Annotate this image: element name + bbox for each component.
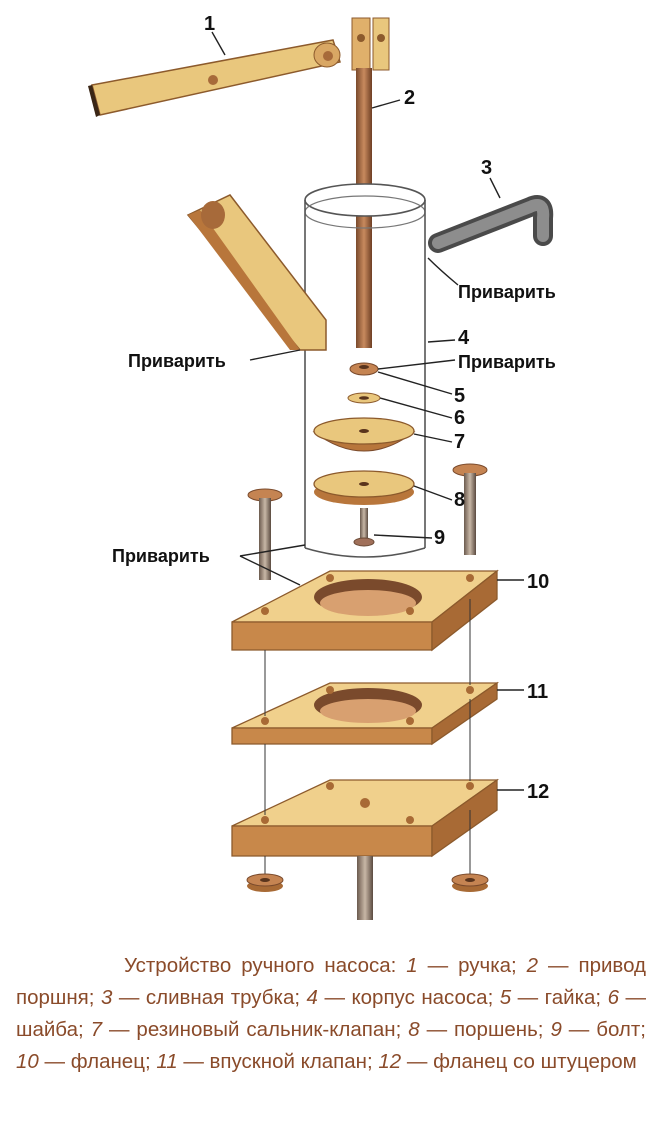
label-7: 7 [454,431,465,453]
drain-tube-part [428,195,554,253]
caption-item-text: — резиновый сальник-клапан; [102,1018,409,1041]
washer-part [347,392,381,404]
label-4: 4 [458,327,470,349]
caption-item: 7 — резиновый сальник-клапан; [91,1018,409,1041]
label-6: 6 [454,407,465,429]
piston-part [313,470,415,505]
weld-labels: Приварить Приварить Приварить Приварить [112,282,556,566]
small-bolt-part [353,508,375,547]
nut-part [349,362,379,376]
caption-item-text: — поршень; [419,1018,551,1041]
flange-part [231,569,499,652]
caption-item-text: — сливная трубка; [112,986,307,1009]
right-bolt-part [452,463,488,555]
caption-item-num: 10 [16,1050,39,1073]
pump-diagram: 1 2 3 4 5 6 7 8 9 10 11 12 Приварить При… [88,13,556,920]
weld-label-nut: Приварить [458,352,556,372]
caption-item-num: 4 [306,986,318,1009]
weld-label-tube: Приварить [458,282,556,302]
caption-item: 5 — гайка; [500,986,608,1009]
caption-item-text: — фланец со штуцером [401,1050,637,1073]
caption-item-text: — болт; [561,1018,646,1041]
caption-item: 12 — фланец со штуцером [378,1050,636,1073]
caption-item: 10 — фланец; [16,1050,156,1073]
caption-item-text: — впускной клапан; [177,1050,379,1073]
handle-part [88,39,341,117]
caption-item-text: — привод поршня; [16,954,646,1009]
caption-item-text: — фланец; [38,1050,157,1073]
fitting-flange-part [231,778,500,920]
weld-label-flange: Приварить [112,546,210,566]
caption-intro: Устройство ручного насоса: [124,954,407,977]
caption-item: 2 — привод поршня; [16,954,646,1009]
bottom-nut-right [451,873,489,892]
caption-item-text: — шайба; [16,986,646,1041]
label-5: 5 [454,385,465,407]
caption-item: 4 — корпус насоса; [307,986,500,1009]
label-8: 8 [454,489,465,511]
lever-bracket-part [186,194,327,351]
label-3: 3 [481,157,492,179]
label-2: 2 [404,87,415,109]
caption-item-num: 2 [526,954,539,977]
seal-valve-part [312,417,416,452]
caption-item: 6 — шайба; [16,986,646,1041]
part-number-labels: 1 2 3 4 5 6 7 8 9 10 11 12 [204,13,549,803]
caption-item-num: 3 [100,986,113,1009]
label-12: 12 [527,781,549,803]
label-1: 1 [204,13,215,35]
bolt-guide-lines [264,599,471,875]
caption-item-text: — гайка; [511,986,608,1009]
caption-item-num: 9 [550,1018,562,1041]
inlet-valve-part [231,681,500,746]
label-11: 11 [527,681,548,703]
piston-drive-part [351,17,390,348]
caption-item: 8 — поршень; [408,1018,550,1041]
caption-item-num: 11 [156,1050,178,1073]
diagram-caption: Устройство ручного насоса: 1 — ручка; 2 … [16,950,646,1078]
caption-item-num: 5 [499,986,512,1009]
caption-item-text: — ручка; [417,954,527,977]
caption-item-num: 1 [406,954,418,977]
left-bolt-part [247,488,283,580]
caption-item-text: — корпус насоса; [317,986,500,1009]
caption-item-num: 6 [607,986,619,1009]
weld-label-bracket: Приварить [128,351,226,371]
label-10: 10 [527,571,549,593]
caption-item-num: 12 [378,1050,402,1073]
caption-item: 9 — болт; [550,1018,646,1041]
label-9: 9 [434,527,445,549]
leader-lines [211,31,524,791]
caption-item: 3 — сливная трубка; [101,986,307,1009]
caption-item-num: 7 [90,1018,103,1041]
caption-item: 1 — ручка; [406,954,526,977]
caption-item: 11 — впускной клапан; [156,1050,378,1073]
bottom-nut-left [246,873,284,892]
caption-item-num: 8 [408,1018,420,1041]
